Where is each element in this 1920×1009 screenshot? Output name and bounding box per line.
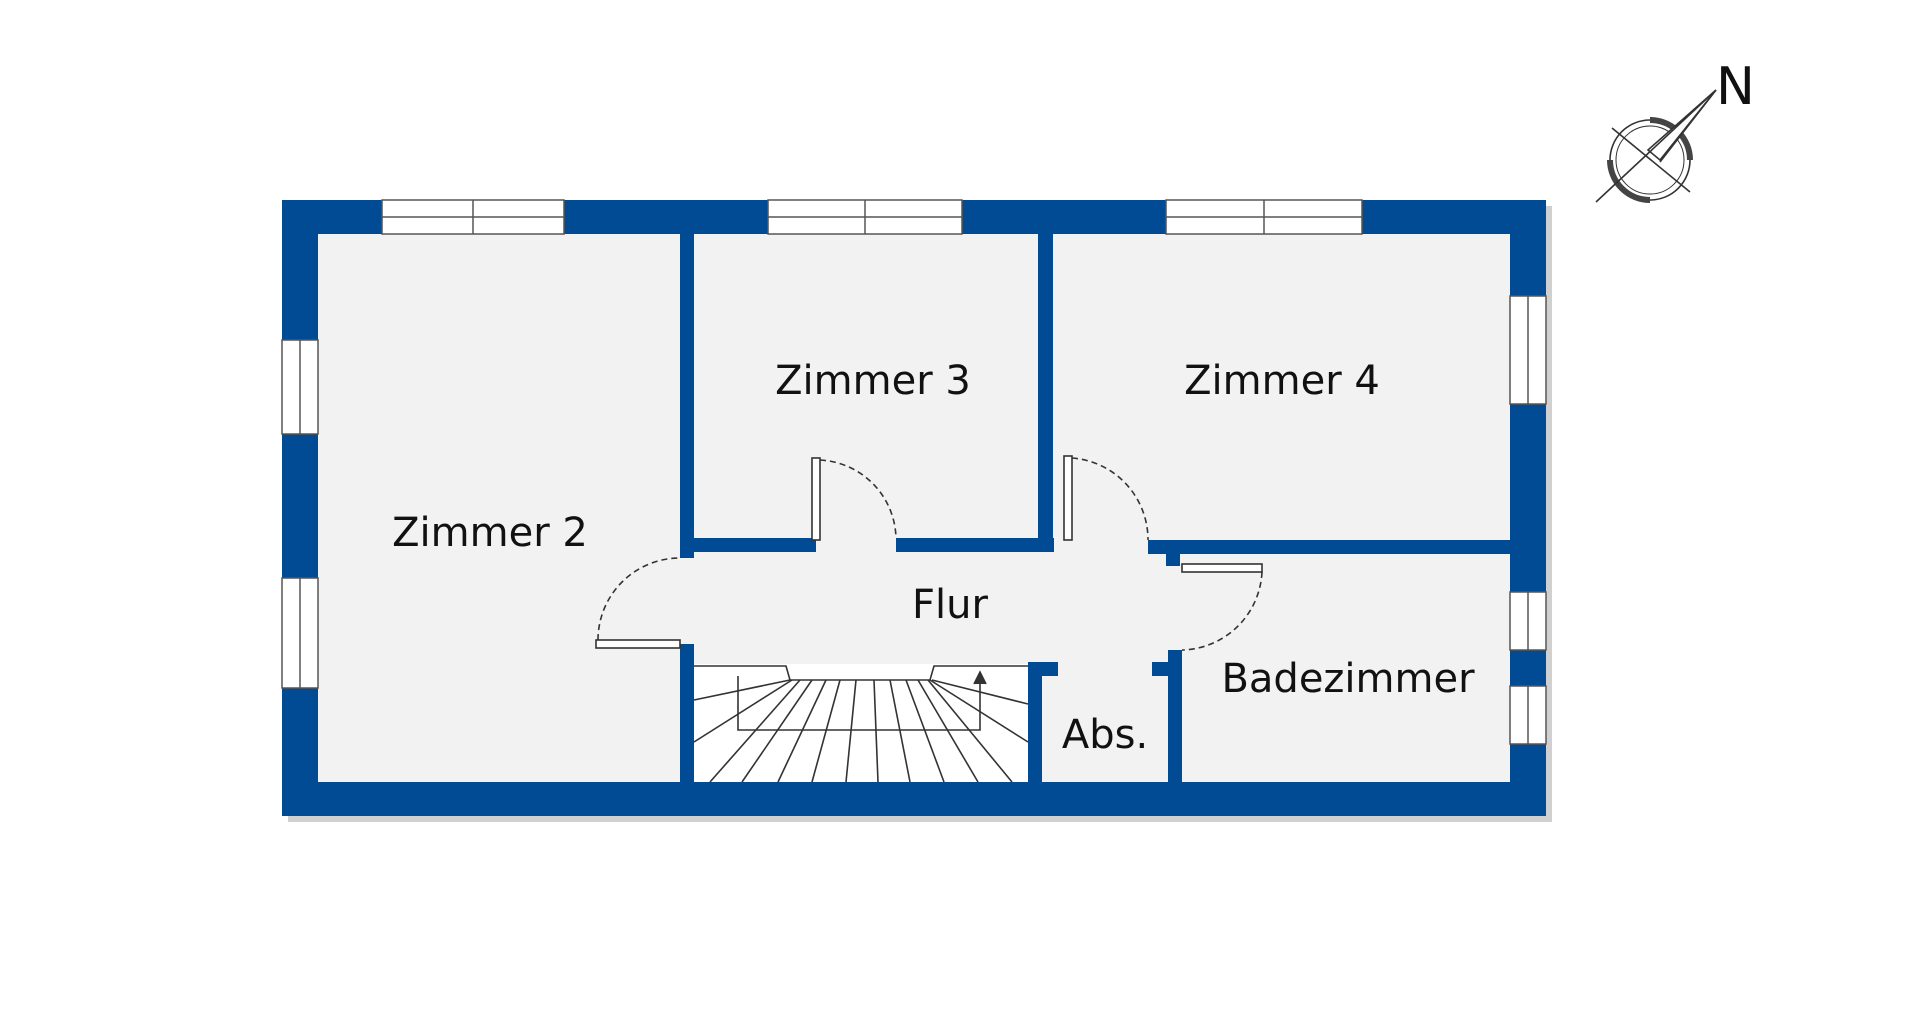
door-bad-swing: [1181, 571, 1263, 651]
room-label-zimmer2: Zimmer 2: [392, 510, 588, 556]
door-zimmer3-swing: [819, 459, 897, 539]
wall-zimmer2-zimmer3: [680, 232, 694, 558]
wall-zimmer3-zimmer4: [1038, 232, 1053, 542]
walls: [282, 200, 1546, 816]
room-label-flur: Flur: [912, 582, 988, 628]
outer-wall-bottom: [282, 782, 1546, 816]
compass-north-label: N: [1716, 57, 1755, 117]
wall-zimmer2-stair: [680, 644, 694, 784]
door-zimmer2-swing: [597, 557, 681, 641]
windows: [281, 199, 1547, 745]
north-arrow-icon: [1595, 89, 1717, 203]
room-label-zimmer4: Zimmer 4: [1184, 358, 1380, 404]
stair-area: [694, 664, 1028, 782]
wall-zimmer3-bottom-left: [680, 538, 816, 552]
wall-abs-bath: [1168, 650, 1182, 784]
doors: [595, 455, 1263, 651]
wall-zimmer3-bottom-right: [896, 538, 1054, 552]
door-zimmer2-leaf: [595, 639, 681, 649]
wall-bath-stub: [1166, 552, 1180, 566]
wall-stair-abs: [1028, 662, 1042, 784]
wall-stair-abs-cap: [1028, 662, 1058, 676]
door-zimmer3-leaf: [811, 457, 821, 541]
door-bad-leaf: [1181, 563, 1263, 573]
door-zimmer4-leaf: [1063, 455, 1073, 541]
outer-wall-left: [282, 200, 318, 816]
stair-direction-arrow-icon: [737, 674, 981, 731]
room-label-badezimmer: Badezimmer: [1221, 656, 1475, 702]
wall-abs-bath-cap: [1152, 662, 1182, 676]
room-label-zimmer3: Zimmer 3: [775, 358, 971, 404]
room-label-abs: Abs.: [1062, 712, 1148, 758]
door-zimmer4-swing: [1071, 457, 1149, 541]
wall-zimmer4-bottom: [1148, 540, 1512, 554]
staircase: [693, 664, 1029, 783]
stair-handrail: [694, 665, 1028, 681]
